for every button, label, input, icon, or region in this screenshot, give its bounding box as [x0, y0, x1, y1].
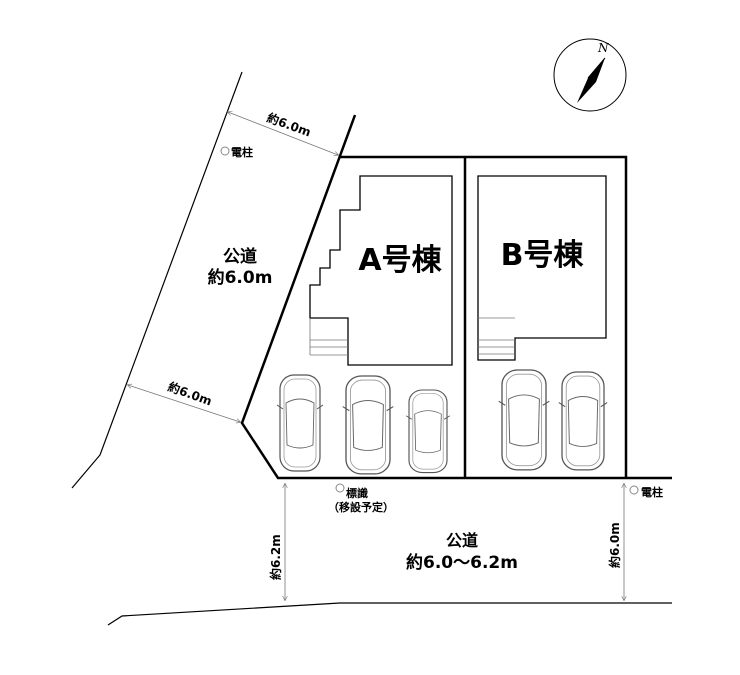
left-road-dim-top: 約6.0m [265, 110, 313, 140]
pole-right-label: 電柱 [641, 485, 663, 499]
building-a-label: A号棟 [358, 243, 442, 278]
left-road-edge [71, 71, 243, 489]
building-b-stairs [478, 317, 515, 355]
lot-boundary [240, 114, 672, 480]
building-a-outline [309, 175, 453, 366]
left-road-dim-bottom: 約6.0m [166, 379, 214, 409]
pole-icon [220, 146, 230, 156]
bottom-road-edge [107, 602, 672, 626]
pole-left: 電柱 [220, 145, 253, 159]
left-road-width: 約6.0m [208, 267, 273, 288]
bottom-road-name: 公道 [446, 531, 478, 550]
car-a2 [342, 375, 394, 475]
dim-line-left-top [228, 112, 338, 155]
car-a1 [276, 374, 324, 472]
building-b-label: B号棟 [501, 238, 585, 273]
building-b-outline [477, 175, 607, 361]
car-a3 [405, 389, 451, 474]
sign-label: 標識 [346, 486, 368, 500]
lot-top-boundary [340, 155, 628, 478]
bottom-road-dim-left: 約6.2m [268, 534, 283, 580]
pole-right: 電柱 [629, 485, 663, 499]
sign-marker: 標識 （移設予定） [328, 483, 394, 514]
bottom-road-width: 約6.0〜6.2m [406, 552, 518, 573]
sign-icon [335, 483, 345, 493]
car-b2 [558, 371, 608, 471]
dim-line-left-bottom [128, 385, 240, 422]
compass-north-label: N [597, 41, 609, 55]
pole-icon [629, 485, 639, 495]
building-a-stairs [309, 318, 348, 356]
sign-note: （移設予定） [328, 500, 394, 514]
car-b1 [498, 369, 550, 471]
bottom-road-dim-right: 約6.0m [607, 522, 622, 568]
left-road-name: 公道 [223, 246, 257, 267]
pole-left-label: 電柱 [231, 145, 253, 159]
north-compass-icon: N [553, 38, 627, 112]
